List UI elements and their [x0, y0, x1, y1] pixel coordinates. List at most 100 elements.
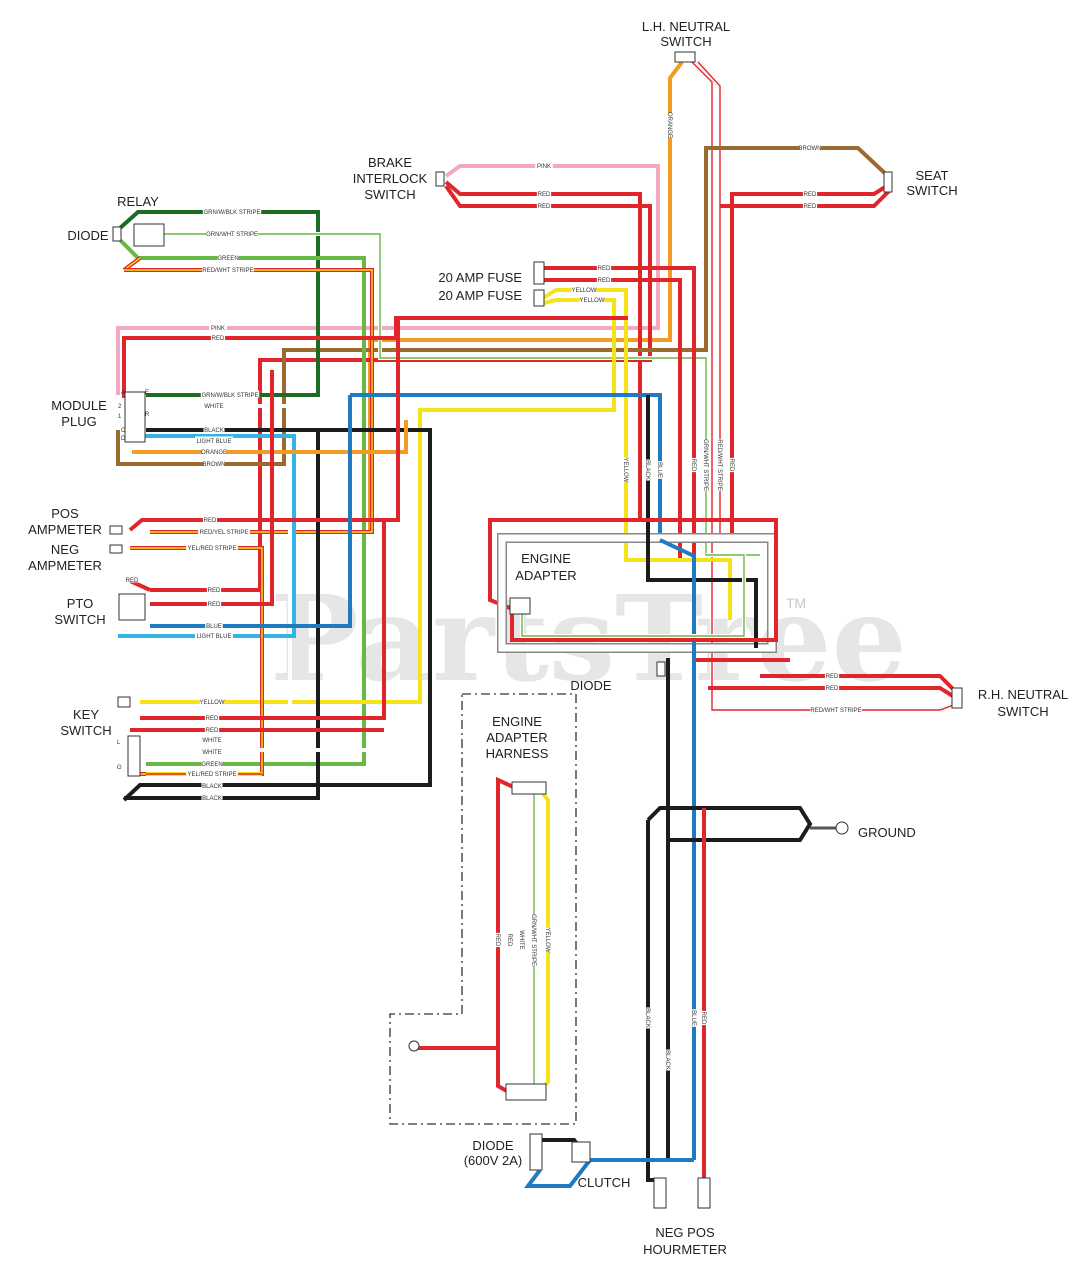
green-relay — [118, 238, 366, 766]
label-red-harness-1: RED — [494, 932, 503, 948]
label-red-top-1-bg — [536, 189, 552, 197]
label-yel-red-amp-text: YEL/RED STRIPE — [187, 546, 236, 552]
label-brown-top-text: BROWN — [799, 146, 822, 152]
label-red-rh-1-text: RED — [826, 674, 839, 680]
label-grn-blk-text: GRN/W/BLK STRIPE — [203, 210, 260, 216]
label-red-seat-1-bg — [802, 189, 818, 197]
label-black-low-2-bg — [665, 1049, 673, 1071]
key-switch-label: KEY SWITCH — [60, 707, 111, 738]
rh-neutral-connector — [951, 687, 963, 709]
orange-lh-neutral — [368, 60, 684, 530]
pto-line1: PTO — [67, 596, 94, 611]
module-pin-c: C — [121, 428, 126, 434]
label-light-blue-pto-bg — [195, 631, 233, 639]
label-light-blue-pto-text: LIGHT BLUE — [197, 634, 232, 640]
yellow-fuse — [538, 288, 732, 620]
label-red-mid: RED — [210, 333, 226, 342]
label-white-key-2-bg — [201, 747, 223, 755]
label-white-harness: WHITE — [518, 929, 527, 951]
label-red-harness-2: RED — [506, 932, 515, 948]
red-white-lh-neutral-b-stripe — [697, 61, 721, 540]
module-pin-r: R — [145, 412, 150, 418]
label-red-fuse-2-bg — [596, 275, 612, 283]
label-red-harness-2-bg — [507, 932, 515, 948]
label-red-key-1-text: RED — [206, 716, 219, 722]
key-switch-connector — [127, 735, 141, 777]
hourmeter-pos-terminal — [697, 1177, 711, 1209]
label-yellow-fuse-1: YELLOW — [571, 285, 597, 294]
label-green-text: GREEN — [217, 256, 238, 262]
relay-connector — [133, 223, 165, 247]
label-red-top-2: RED — [536, 201, 552, 210]
module-plug-connector — [124, 391, 146, 443]
label-red-seat-2-text: RED — [804, 204, 817, 210]
label-red-pto-1-bg — [124, 575, 140, 583]
label-pink-mid-bg — [209, 323, 227, 331]
label-red-pto-2-text: RED — [208, 588, 221, 594]
white-module — [146, 404, 292, 742]
blue-clutch — [524, 1158, 694, 1188]
label-red-rh-2-text: RED — [826, 686, 839, 692]
engine-adapter-label: ENGINE ADAPTER — [515, 551, 576, 583]
label-yellow-key-text: YELLOW — [199, 700, 224, 706]
pto-line2: SWITCH — [54, 612, 105, 627]
key-switch-line2: SWITCH — [60, 723, 111, 738]
harness-end-connector — [505, 1083, 547, 1101]
label-red-low-text: RED — [700, 1012, 706, 1025]
label-grn-wht-vert-text: GRN/WHT STRIPE — [702, 439, 708, 491]
label-blue-vert-text: BLUE — [656, 462, 662, 478]
relay-diode-connector — [112, 226, 122, 242]
label-red-wht-bg — [202, 265, 254, 273]
lh-neutral-switch-line1: L.H. NEUTRAL — [642, 19, 730, 34]
clutch-diode-line2: (600V 2A) — [464, 1153, 523, 1168]
brake-label-line3: SWITCH — [364, 187, 415, 202]
label-brown-top: BROWN — [799, 143, 822, 152]
label-grn-wht-harness-bg — [531, 914, 539, 966]
label-red-wht-rh-text: RED/WHT STRIPE — [810, 708, 861, 714]
label-black-key-2: BLACK — [201, 793, 223, 802]
label-grn-blk-mod-bg — [200, 390, 260, 398]
clutch-diode — [529, 1133, 543, 1171]
label-red-top-1: RED — [536, 189, 552, 198]
label-black-vert: BLACK — [644, 459, 653, 481]
label-grn-wht-harness: GRN/WHT STRIPE — [530, 914, 539, 966]
label-white-key-2-text: WHITE — [202, 750, 221, 756]
label-red-seat-2-bg — [802, 201, 818, 209]
neg-ampmeter-connector — [109, 544, 123, 554]
label-black-key-1-bg — [201, 781, 223, 789]
module-pin-1: 1 — [118, 414, 122, 420]
engine-adapter-line1: ENGINE — [521, 551, 571, 566]
pos-ampmeter-line2: AMPMETER — [28, 522, 102, 537]
label-blue-low-text: BLUE — [690, 1010, 696, 1026]
module-plug-pins: A E 2 1 R C D — [118, 390, 150, 442]
label-black-low-1-text: BLACK — [644, 1008, 650, 1028]
label-grn-blk-mod: GRN/W/BLK STRIPE — [200, 390, 260, 399]
label-black-mod-bg — [203, 425, 225, 433]
label-red-top-2-bg — [536, 201, 552, 209]
label-red-key-2-text: RED — [206, 728, 219, 734]
lh-neutral-switch-label: L.H. NEUTRAL SWITCH — [642, 19, 730, 49]
label-blue-pto-bg — [205, 621, 223, 629]
red-rh-2 — [708, 686, 958, 700]
label-red-yel-amp-text: RED/YEL STRIPE — [200, 530, 249, 536]
label-grn-wht-vert-bg — [703, 439, 711, 491]
key-pin-l: L — [117, 740, 121, 746]
watermark-trademark: TM — [786, 595, 806, 611]
pos-ampmeter-connector — [109, 525, 123, 535]
module-plug-label: MODULE PLUG — [51, 398, 107, 429]
pos-ampmeter-line1: POS — [51, 506, 79, 521]
label-red-pto-3: RED — [206, 599, 222, 608]
label-orange-vert-text: ORANGE — [666, 112, 672, 138]
clutch-diode-label: DIODE (600V 2A) — [464, 1138, 523, 1168]
label-green-key-text: GREEN — [201, 762, 222, 768]
label-red-seat-2: RED — [802, 201, 818, 210]
seat-connector — [883, 171, 893, 193]
label-yellow-harness-text: YELLOW — [544, 927, 550, 952]
label-pink-top-bg — [535, 161, 553, 169]
rh-neutral-switch-label: R.H. NEUTRAL SWITCH — [978, 687, 1068, 719]
label-red-vert-2-text: RED — [728, 459, 734, 472]
label-brown-mod-bg — [203, 459, 225, 467]
label-black-low-1: BLACK — [644, 1007, 653, 1029]
label-yellow-key: YELLOW — [199, 697, 225, 706]
engine-diode-label: DIODE — [570, 678, 612, 693]
